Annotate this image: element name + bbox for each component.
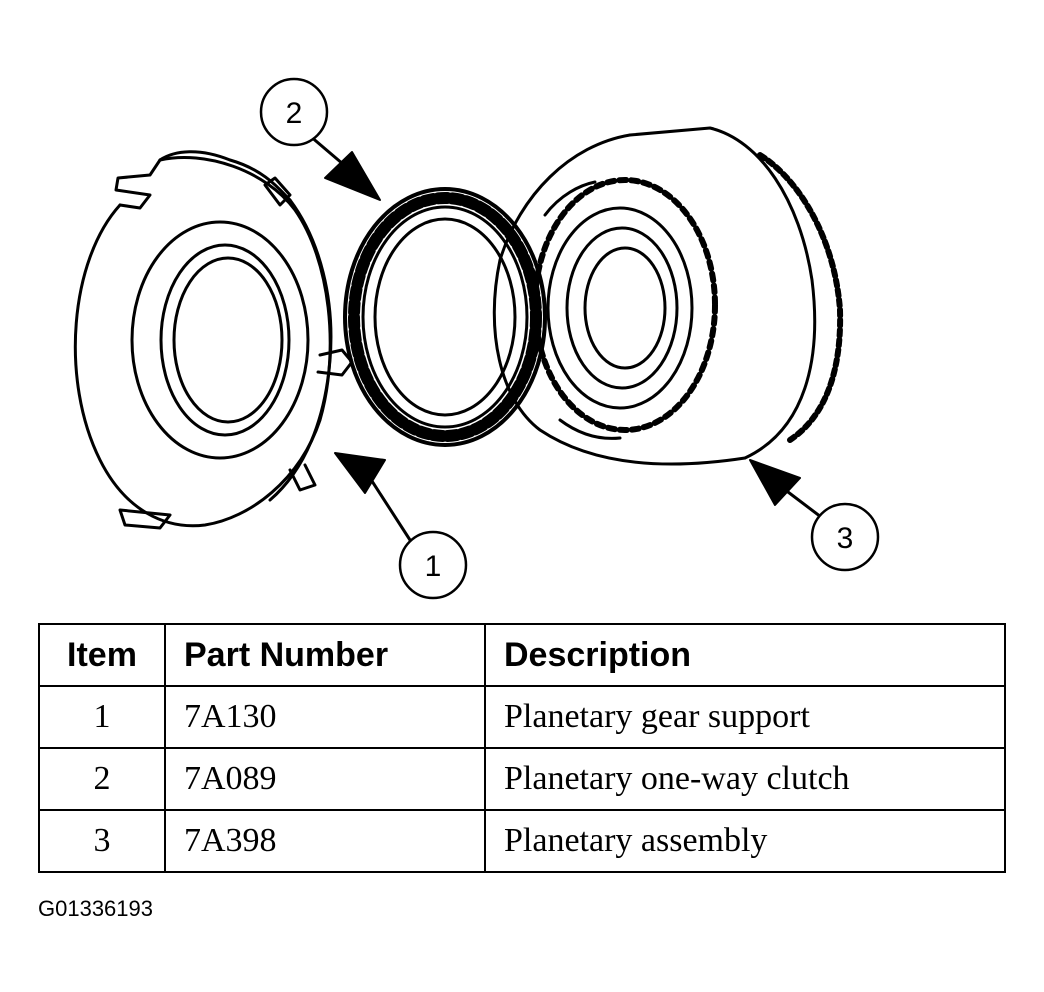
cell-item: 1: [38, 685, 166, 749]
cell-item: 3: [38, 809, 166, 873]
cell-item: 2: [38, 747, 166, 811]
callout-2-circle: [259, 77, 329, 147]
one-way-clutch-drawing: [343, 187, 547, 447]
table-row: 1 7A130 Planetary gear support: [38, 685, 1006, 749]
callout-2-number: 2: [286, 97, 303, 130]
cell-description: Planetary one-way clutch: [484, 747, 1006, 811]
planetary-gear-support-drawing: [73, 150, 354, 530]
cell-part-number: 7A398: [164, 809, 486, 873]
exploded-diagram: 1 2 3: [73, 77, 880, 600]
callout-3-leader: [749, 459, 827, 522]
callout-1-circle: [398, 530, 468, 600]
callout-1-leader: [334, 452, 412, 542]
callout-3-circle: [810, 502, 880, 572]
callout-2-leader: [301, 128, 381, 201]
callout-3-number: 3: [837, 522, 854, 555]
figure-id: G01336193: [38, 896, 153, 921]
cell-description: Planetary assembly: [484, 809, 1006, 873]
header-item: Item: [38, 623, 166, 687]
planetary-assembly-drawing: [492, 126, 844, 466]
table-row: 2 7A089 Planetary one-way clutch: [38, 747, 1006, 811]
cell-part-number: 7A130: [164, 685, 486, 749]
callout-1-number: 1: [425, 550, 442, 583]
cell-description: Planetary gear support: [484, 685, 1006, 749]
header-description: Description: [484, 623, 1006, 687]
cell-part-number: 7A089: [164, 747, 486, 811]
table-row: 3 7A398 Planetary assembly: [38, 809, 1006, 873]
parts-table: Item Part Number Description 1 7A130 Pla…: [38, 623, 1006, 873]
header-part-number: Part Number: [164, 623, 486, 687]
table-header-row: Item Part Number Description: [38, 623, 1006, 687]
